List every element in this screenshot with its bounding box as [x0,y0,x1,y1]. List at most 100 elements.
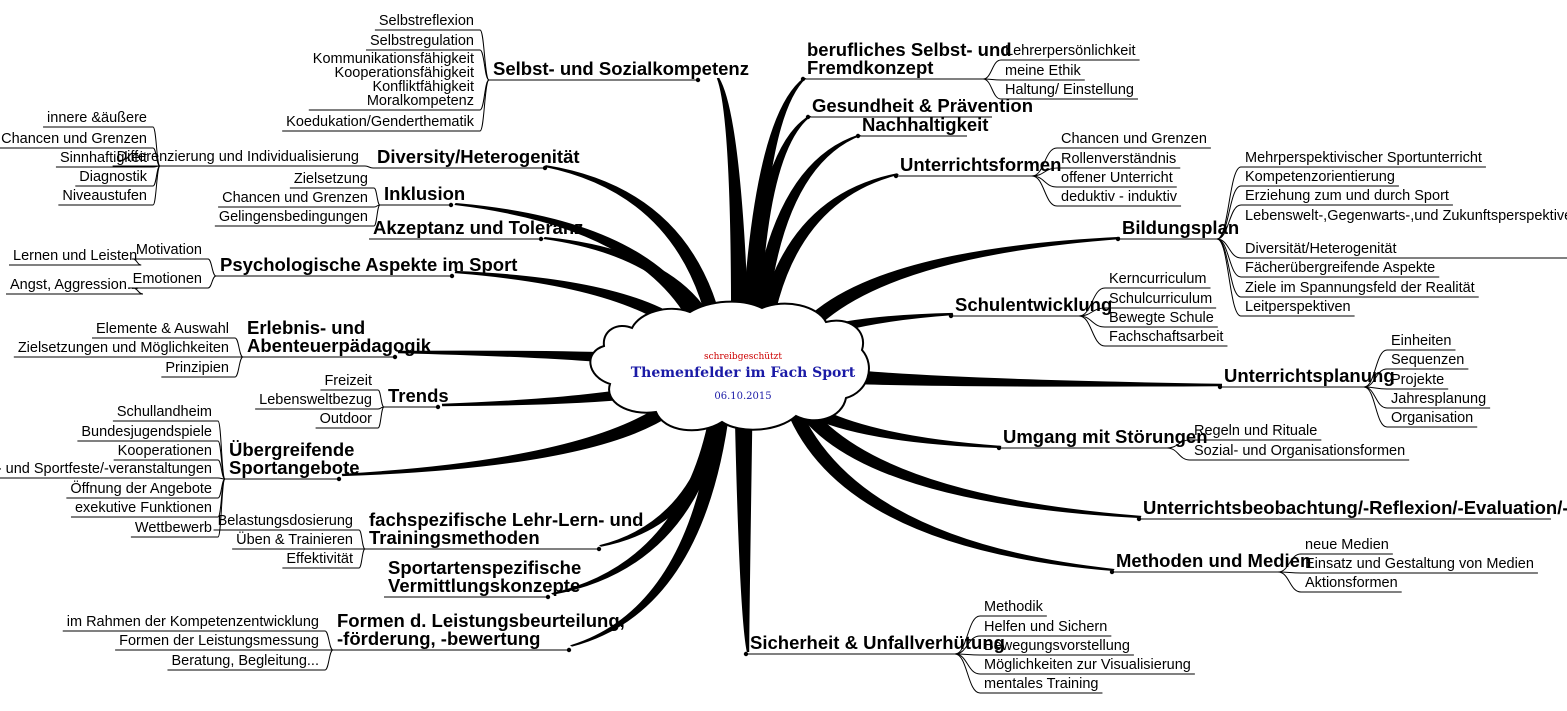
branch-unterrichtsbeobachtung-reflexion-evaluation-beratung[interactable]: Unterrichtsbeobachtung/-Reflexion/-Evalu… [1136,497,1567,522]
sub-item[interactable]: Spiel- und Sportfeste/-veranstaltungen [0,461,212,477]
sub-item[interactable]: Konfliktfähigkeit [372,79,474,95]
sub-item[interactable]: Sequenzen [1391,352,1464,368]
sub-item[interactable]: Einheiten [1391,333,1451,349]
sub-item[interactable]: Lebensweltbezug [259,392,372,408]
sub-item[interactable]: Differenzierung und Individualisierung [117,149,359,165]
sub-item[interactable]: Beratung, Begleitung... [171,653,319,669]
branch-node [545,594,551,600]
nested-item[interactable]: Diagnostik [79,169,147,185]
sub-item[interactable]: Diversität/Heterogenität [1245,241,1397,257]
sub-item[interactable]: Jahresplanung [1391,391,1486,407]
sub-item[interactable]: Schullandheim [117,404,212,420]
sub-connector [1078,287,1106,317]
sub-item[interactable]: Erziehung zum und durch Sport [1245,188,1449,204]
sub-item[interactable]: Rollenverständnis [1061,151,1176,167]
branch-nachhaltigkeit[interactable]: Nachhaltigkeit [855,114,989,139]
branch-akzeptanz-und-toleranz[interactable]: Akzeptanz und Toleranz [369,217,583,242]
sub-item[interactable]: Haltung/ Einstellung [1005,82,1134,98]
branch-psychologische-aspekte-im-sport[interactable]: Psychologische Aspekte im SportMotivatio… [6,242,517,295]
sub-item[interactable]: Lebenswelt-,Gegenwarts-,und Zukunftspers… [1245,208,1567,224]
branch-übergreifende-sportangebote[interactable]: ÜbergreifendeSportangeboteSchullandheimB… [0,404,360,538]
sub-item[interactable]: Helfen und Sichern [984,619,1107,635]
sub-item[interactable]: Motivation [136,242,202,258]
sub-item[interactable]: Schulcurriculum [1109,291,1212,307]
sub-item[interactable]: Sozial- und Organisationsformen [1194,443,1405,459]
sub-item[interactable]: Selbstregulation [370,33,474,49]
sub-item[interactable]: Projekte [1391,372,1444,388]
nested-item[interactable]: Angst, Aggression... [10,277,139,293]
sub-item[interactable]: deduktiv - induktiv [1061,189,1178,205]
sub-item[interactable]: Formen der Leistungsmessung [119,633,319,649]
sub-item[interactable]: Regeln und Rituale [1194,423,1317,439]
sub-item[interactable]: Bundesjugendspiele [81,424,212,440]
branch-node [1109,569,1115,575]
sub-item[interactable]: Selbstreflexion [379,13,474,29]
branch-sportartenspezifische-vermittlungskonzepte[interactable]: SportartenspezifischeVermittlungskonzept… [384,557,581,600]
nested-item[interactable]: Chancen und Grenzen [1,131,147,147]
branch-fachspezifische-lehr-lern-und-trainingsmethoden[interactable]: fachspezifische Lehr-Lern- undTrainingsm… [213,509,644,569]
sub-item[interactable]: offener Unterricht [1061,170,1173,186]
sub-item[interactable]: Wettbewerb [135,520,212,536]
nested-item[interactable]: innere &äußere [47,110,147,126]
branch-berufliches-selbst-und-fremdkonzept[interactable]: berufliches Selbst- undFremdkonzeptLehre… [800,39,1140,100]
sub-item[interactable]: exekutive Funktionen [75,500,212,516]
sub-item[interactable]: Methodik [984,599,1044,615]
sub-item[interactable]: Zielsetzung [294,171,368,187]
sub-item[interactable]: Mehrperspektivischer Sportunterricht [1245,150,1482,166]
sub-item[interactable]: Einsatz und Gestaltung von Medien [1305,556,1534,572]
sub-item[interactable]: Kompetenzorientierung [1245,169,1395,185]
sub-item[interactable]: Outdoor [320,411,373,427]
sub-item[interactable]: Fachschaftsarbeit [1109,329,1223,345]
nested-item[interactable]: Sinnhaftigkeit [60,150,147,166]
sub-item[interactable]: Fächerübergreifende Aspekte [1245,260,1435,276]
sub-item[interactable]: Kooperationen [118,443,212,459]
nested-item[interactable]: Niveaustufen [62,188,147,204]
sub-item[interactable]: Kommunikationsfähigkeit [313,51,474,67]
sub-item[interactable]: Möglichkeiten zur Visualisierung [984,657,1191,673]
sub-item[interactable]: Lehrerpersönlichkeit [1005,43,1136,59]
sub-item[interactable]: Effektivität [286,551,353,567]
sub-item[interactable]: Kooperationsfähigkeit [335,65,474,81]
sub-item[interactable]: Gelingensbedingungen [219,209,368,225]
nested-item[interactable]: Lernen und Leisten [13,248,137,264]
sub-item[interactable]: Bewegte Schule [1109,310,1214,326]
sub-item[interactable]: Öffnung der Angebote [70,479,212,497]
branch-selbst-und-sozialkompetenz[interactable]: Selbst- und SozialkompetenzSelbstreflexi… [282,13,749,132]
sub-item[interactable]: Aktionsformen [1305,575,1398,591]
sub-item[interactable]: Belastungsdosierung [218,513,353,529]
branch-unterrichtsplanung[interactable]: UnterrichtsplanungEinheitenSequenzenProj… [1217,333,1491,428]
branch-label: Abenteuerpädagogik [247,335,432,356]
central-topic[interactable]: schreibgeschützt Themenfelder im Fach Sp… [589,300,870,432]
branch-sicherheit-unfallverhütung[interactable]: Sicherheit & UnfallverhütungMethodikHelf… [743,599,1195,694]
sub-item[interactable]: Elemente & Auswahl [96,321,229,337]
branch-schulentwicklung[interactable]: SchulentwicklungKerncurriculumSchulcurri… [948,271,1228,347]
sub-item[interactable]: Prinzipien [165,360,229,376]
branch-gesundheit-prävention[interactable]: Gesundheit & Prävention [805,95,1033,120]
sub-item[interactable]: Koedukation/Genderthematik [286,114,475,130]
sub-item[interactable]: im Rahmen der Kompetenzentwicklung [67,614,319,630]
sub-item[interactable]: Ziele im Spannungsfeld der Realität [1245,280,1475,296]
sub-item[interactable]: Chancen und Grenzen [1061,131,1207,147]
sub-item[interactable]: meine Ethik [1005,63,1082,79]
sub-item[interactable]: Zielsetzungen und Möglichkeiten [18,340,229,356]
branch-erlebnis-und-abenteuerpädagogik[interactable]: Erlebnis- undAbenteuerpädagogikElemente … [13,317,432,378]
sub-item[interactable]: Freizeit [324,373,372,389]
sub-item[interactable]: neue Medien [1305,537,1389,553]
sub-item[interactable]: Kerncurriculum [1109,271,1207,287]
sub-item[interactable]: Bewegungsvorstellung [984,638,1130,654]
sub-item[interactable]: Emotionen [133,271,202,287]
sub-item[interactable]: Organisation [1391,410,1473,426]
branch-formen-d-leistungsbeurteilung-förderung-bewertung[interactable]: Formen d. Leistungsbeurteilung,-förderun… [62,610,625,671]
sub-item[interactable]: Leitperspektiven [1245,299,1351,315]
sub-item[interactable]: Chancen und Grenzen [222,190,368,206]
sub-item[interactable]: mentales Training [984,676,1098,692]
sub-item[interactable]: Üben & Trainieren [236,530,353,548]
sub-item[interactable]: Moralkompetenz [367,93,474,109]
